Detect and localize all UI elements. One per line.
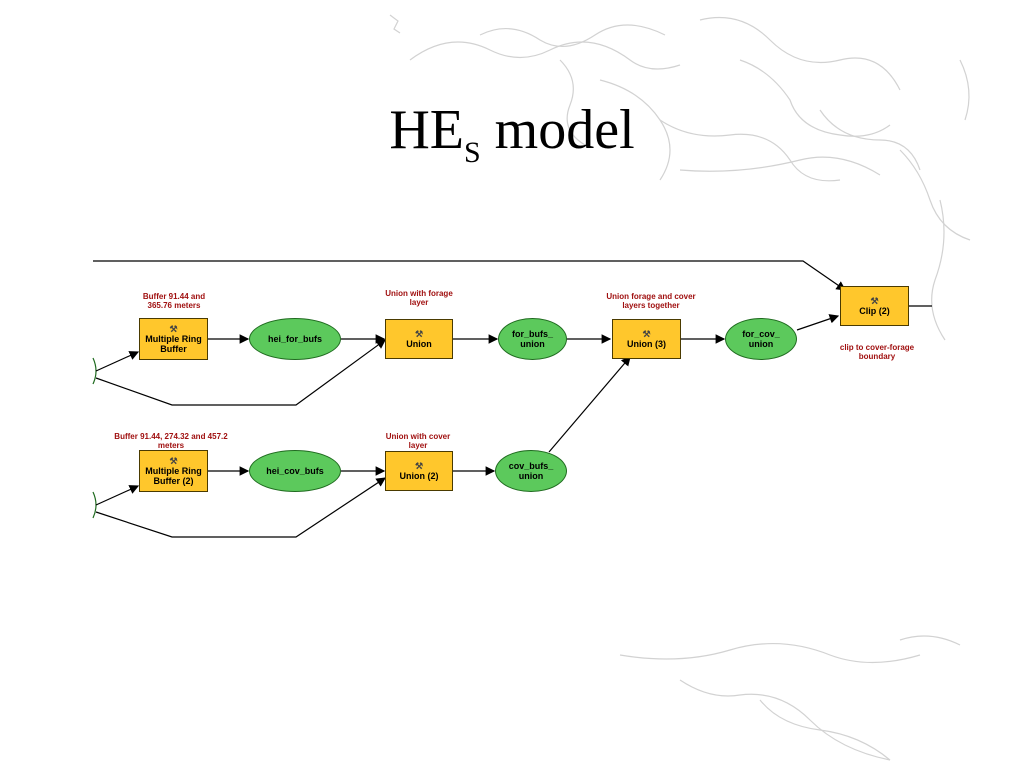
tool-union[interactable]: ⚒ Union: [385, 319, 453, 359]
tool-label: Union (3): [627, 338, 666, 349]
data-label: for_cov_ union: [742, 329, 780, 349]
data-hei-for-bufs[interactable]: hei_for_bufs: [249, 318, 341, 360]
tool-label: Clip (2): [859, 305, 890, 316]
note-clip: clip to cover-forage boundary: [839, 343, 915, 361]
data-label: cov_bufs_ union: [508, 461, 554, 481]
tool-label: Multiple Ring Buffer (2): [145, 465, 202, 486]
data-for-cov-union[interactable]: for_cov_ union: [725, 318, 797, 360]
slide-title: HES model: [389, 99, 635, 169]
note-buffer-2: Buffer 91.44, 274.32 and 457.2 meters: [114, 432, 228, 450]
note-union-together: Union forage and cover layers together: [606, 292, 696, 310]
hammer-icon: ⚒: [169, 323, 178, 334]
note-union-forage: Union with forage layer: [385, 289, 453, 307]
tool-label: Union: [406, 338, 432, 349]
data-label: hei_cov_bufs: [266, 466, 324, 476]
tool-union-3[interactable]: ⚒ Union (3): [612, 319, 681, 359]
note-buffer-1: Buffer 91.44 and 365.76 meters: [142, 292, 206, 310]
data-hei-cov-bufs[interactable]: hei_cov_bufs: [249, 450, 341, 492]
tool-label: Union (2): [399, 470, 439, 481]
tool-union-2[interactable]: ⚒ Union (2): [385, 451, 453, 491]
hammer-icon: ⚒: [414, 328, 424, 339]
data-label: hei_for_bufs: [267, 334, 322, 344]
hammer-icon: ⚒: [169, 455, 178, 466]
hammer-icon: ⚒: [642, 328, 651, 339]
hammer-icon: ⚒: [870, 295, 879, 306]
data-for-bufs-union[interactable]: for_bufs_ union: [498, 318, 567, 360]
data-cov-bufs-union[interactable]: cov_bufs_ union: [495, 450, 567, 492]
tool-label: Multiple Ring Buffer: [145, 333, 202, 354]
tool-clip[interactable]: ⚒ Clip (2): [840, 286, 909, 326]
hammer-icon: ⚒: [414, 460, 424, 471]
data-label: for_bufs_ union: [511, 329, 553, 349]
tool-multiple-ring-buffer-2[interactable]: ⚒ Multiple Ring Buffer (2): [139, 450, 208, 492]
note-union-cover: Union with cover layer: [385, 432, 451, 450]
tool-multiple-ring-buffer[interactable]: ⚒ Multiple Ring Buffer: [139, 318, 208, 360]
